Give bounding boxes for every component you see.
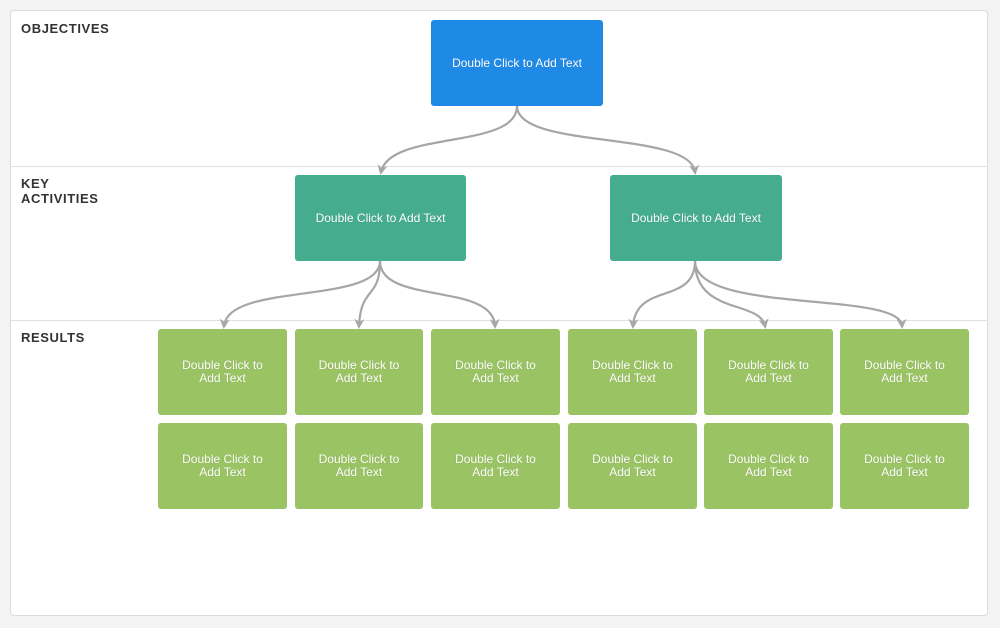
result-node-7[interactable]: Double Click to Add Text <box>158 423 287 509</box>
result-node-2-text: Double Click to Add Text <box>318 358 400 385</box>
objective-node[interactable]: Double Click to Add Text <box>431 20 603 106</box>
result-node-3-text: Double Click to Add Text <box>455 358 536 385</box>
result-node-12-text: Double Click to Add Text <box>864 452 945 479</box>
key-activity-node-1-text: Double Click to Add Text <box>315 210 446 225</box>
result-node-4-text: Double Click to Add Text <box>592 358 673 385</box>
row-divider-activities <box>10 320 988 321</box>
result-node-8[interactable]: Double Click to Add Text <box>295 423 423 509</box>
result-node-5-text: Double Click to Add Text <box>728 358 809 385</box>
result-node-2[interactable]: Double Click to Add Text <box>295 329 423 415</box>
result-node-6[interactable]: Double Click to Add Text <box>840 329 969 415</box>
result-node-9-text: Double Click to Add Text <box>455 452 536 479</box>
result-node-11-text: Double Click to Add Text <box>728 452 809 479</box>
result-node-9[interactable]: Double Click to Add Text <box>431 423 560 509</box>
result-node-4[interactable]: Double Click to Add Text <box>568 329 697 415</box>
result-node-10[interactable]: Double Click to Add Text <box>568 423 697 509</box>
objective-node-text: Double Click to Add Text <box>452 55 582 70</box>
row-label-results: RESULTS <box>21 330 85 345</box>
result-node-12[interactable]: Double Click to Add Text <box>840 423 969 509</box>
result-node-1[interactable]: Double Click to Add Text <box>158 329 287 415</box>
row-label-key-activities: KEY ACTIVITIES <box>21 176 99 206</box>
key-activity-node-1[interactable]: Double Click to Add Text <box>295 175 466 261</box>
result-node-7-text: Double Click to Add Text <box>182 452 263 479</box>
row-label-objectives: OBJECTIVES <box>21 21 110 36</box>
result-node-6-text: Double Click to Add Text <box>864 358 945 385</box>
row-divider-objectives <box>10 166 988 167</box>
key-activity-node-2-text: Double Click to Add Text <box>631 210 761 225</box>
result-node-11[interactable]: Double Click to Add Text <box>704 423 833 509</box>
key-activity-node-2[interactable]: Double Click to Add Text <box>610 175 782 261</box>
result-node-1-text: Double Click to Add Text <box>182 358 263 385</box>
result-node-8-text: Double Click to Add Text <box>318 452 400 479</box>
result-node-5[interactable]: Double Click to Add Text <box>704 329 833 415</box>
result-node-3[interactable]: Double Click to Add Text <box>431 329 560 415</box>
result-node-10-text: Double Click to Add Text <box>592 452 673 479</box>
